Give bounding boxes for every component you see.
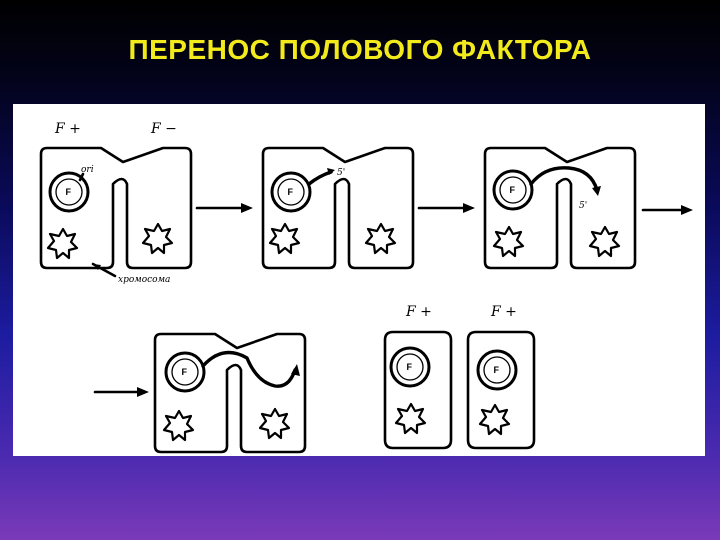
cell-outline — [383, 330, 453, 450]
stage-1-mating-pair: F + F − F ori хромосома — [39, 121, 193, 285]
f-plasmid-inner-ring — [55, 178, 83, 206]
result-label-f-plus: F + — [490, 304, 517, 320]
cell-pair-outline — [483, 146, 637, 270]
slide-title: ПЕРЕНОС ПОЛОВОГО ФАКТОРА — [128, 34, 592, 65]
recipient-chromosome — [258, 407, 291, 440]
step-arrow-4-head — [137, 387, 149, 397]
result-label-f-plus: F + — [405, 304, 432, 320]
f-plasmid-inner-ring — [171, 358, 199, 386]
single-strand-start — [307, 170, 333, 186]
step-arrow-1-head — [241, 203, 253, 213]
chromosome-label: хромосома — [118, 275, 170, 285]
cell-pair-outline — [153, 332, 307, 454]
donor-chromosome — [492, 225, 525, 258]
cell-outline — [466, 330, 536, 450]
step-arrow-3-head — [681, 205, 693, 215]
chromosome — [478, 403, 511, 436]
result-cell-2: F + F — [466, 304, 536, 450]
donor-label-f-plus: F + — [54, 121, 81, 137]
ori-label: ori — [81, 165, 94, 175]
recipient-chromosome — [364, 222, 397, 255]
donor-chromosome — [46, 227, 79, 260]
recipient-label-f-minus: F − — [150, 121, 177, 137]
conjugation-diagram: F + F − F ori хромосома F 5' F 5' — [13, 104, 705, 456]
f-plasmid-inner-ring — [277, 178, 305, 206]
cell-pair-outline — [261, 146, 415, 270]
strand-arrowhead — [291, 364, 300, 376]
strand-arrowhead — [327, 168, 335, 175]
transferred-strand — [201, 350, 297, 388]
five-prime-label: 5' — [337, 168, 345, 178]
f-plasmid-inner-ring — [499, 176, 527, 204]
five-prime-label: 5' — [579, 201, 587, 211]
chromosome-pointer-head — [93, 264, 101, 270]
strand-arrowhead — [592, 186, 601, 196]
f-factor-label: F — [494, 365, 500, 375]
chromosome — [394, 402, 427, 435]
f-factor-label: F — [288, 187, 294, 197]
donor-chromosome — [268, 222, 301, 255]
recipient-chromosome — [141, 222, 174, 255]
f-plasmid-inner-ring — [396, 353, 424, 381]
stage-4-strand-complete: F — [153, 332, 307, 454]
f-plasmid-inner-ring — [483, 356, 511, 384]
f-factor-label: F — [66, 187, 72, 197]
f-factor-label: F — [182, 367, 188, 377]
donor-chromosome — [162, 409, 195, 442]
result-cell-1: F + F — [383, 304, 453, 450]
stage-2-strand-nicked: F 5' — [261, 146, 415, 270]
cell-pair-outline — [39, 146, 193, 270]
recipient-chromosome — [588, 225, 621, 258]
f-factor-label: F — [510, 185, 516, 195]
transferring-strand — [529, 166, 599, 192]
f-factor-label: F — [407, 362, 413, 372]
step-arrow-2-head — [463, 203, 475, 213]
ori-pointer — [78, 172, 85, 182]
stage-3-strand-transfer: F 5' — [483, 146, 637, 270]
